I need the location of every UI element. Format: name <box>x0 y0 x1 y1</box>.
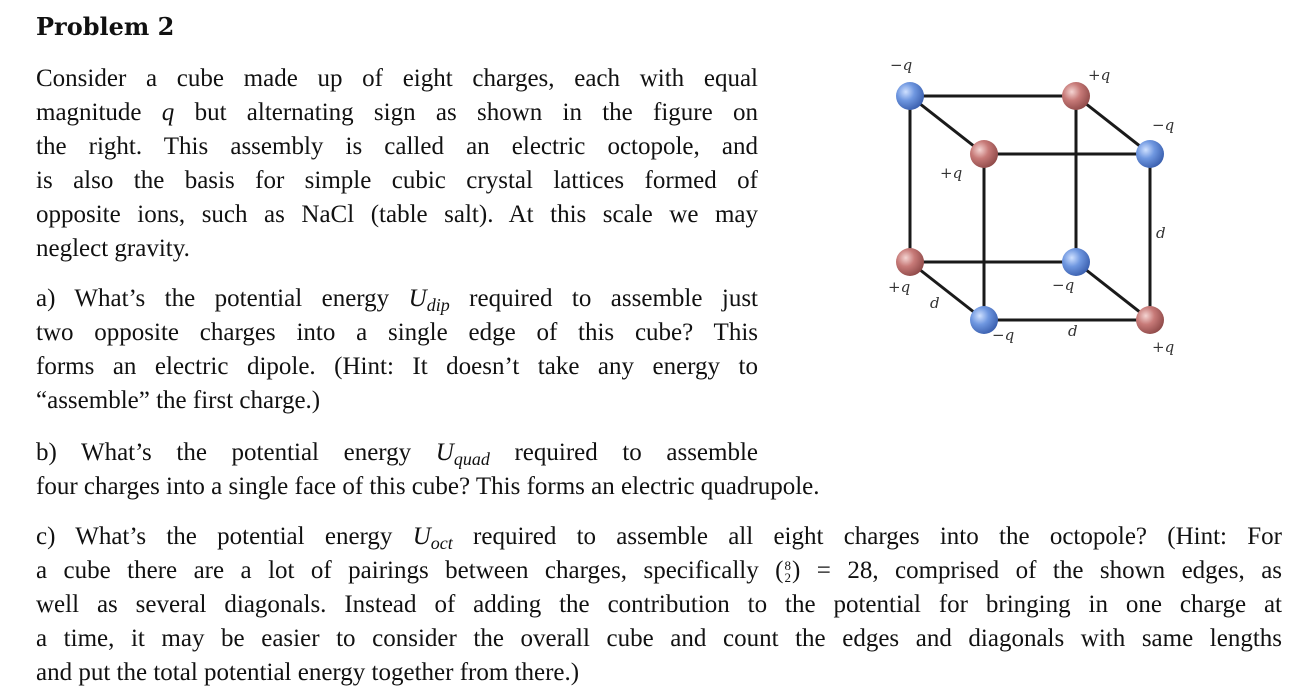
octopole-cube-figure: −q +q −q +q −q +q −q +q d d d <box>880 50 1180 370</box>
positive-charge <box>896 248 924 276</box>
part-c-line: and put the total potential energy toget… <box>36 659 580 686</box>
part-b-line: b) What’s the potential energy Uquad req… <box>36 436 758 470</box>
part-a-line: a) What’s the potential energy Udip requ… <box>36 282 758 316</box>
charge-label: −q <box>1152 116 1174 134</box>
binom-bottom: 2 <box>784 570 792 586</box>
part-b-text: b) What’s the potential energy <box>36 439 412 466</box>
part-c-line: a cube there are a lot of pairings betwe… <box>36 554 1282 588</box>
intro-line: is also the basis for simple cubic cryst… <box>36 167 758 194</box>
intro-line: the right. This assembly is called an el… <box>36 133 758 160</box>
positive-charge <box>1062 82 1090 110</box>
problem-title: Problem 2 <box>36 12 175 41</box>
negative-charge <box>970 306 998 334</box>
edge <box>909 260 985 322</box>
edge-length-label: d <box>930 294 940 312</box>
negative-charge <box>1136 140 1164 168</box>
edge <box>1075 260 1151 322</box>
positive-charge <box>970 140 998 168</box>
energy-symbol: U <box>412 523 431 550</box>
part-c-text: c) What’s the potential energy <box>36 523 393 550</box>
part-a-line: two opposite charges into a single edge … <box>36 319 758 346</box>
intro-text: magnitude <box>36 99 142 126</box>
part-b-line: four charges into a single face of this … <box>36 473 820 500</box>
part-a-paragraph: a) What’s the potential energy Udip requ… <box>36 282 758 418</box>
cube-diagram: −q +q −q +q −q +q −q +q d d d <box>888 56 1174 356</box>
part-c-line: c) What’s the potential energy Uoct requ… <box>36 520 1282 554</box>
edge-length-label: d <box>1156 224 1166 242</box>
intro-line: neglect gravity. <box>36 235 190 262</box>
negative-charge <box>896 82 924 110</box>
part-c-line: well as several diagonals. Instead of ad… <box>36 591 1282 618</box>
intro-line: Consider a cube made up of eight charges… <box>36 65 758 92</box>
energy-subscript: quad <box>453 449 490 469</box>
energy-subscript: oct <box>430 533 453 553</box>
intro-text: but alternating sign as shown in the fig… <box>194 99 758 126</box>
positive-charge <box>1136 306 1164 334</box>
part-a-text: a) What’s the potential energy <box>36 285 390 312</box>
charge-symbol: q <box>161 99 175 126</box>
part-c-line: a time, it may be easier to consider the… <box>36 625 1282 652</box>
energy-subscript: dip <box>426 295 450 315</box>
edge <box>909 94 985 156</box>
part-c-text: a cube there are a lot of pairings betwe… <box>36 557 759 584</box>
part-a-text: required to assemble just <box>469 285 758 312</box>
part-c-text: = 28, comprised of the shown edges, as <box>816 557 1283 584</box>
binom-top: 8 <box>784 558 792 574</box>
part-a-line: forms an electric dipole. (Hint: It does… <box>36 353 758 380</box>
part-b-paragraph: b) What’s the potential energy Uquad req… <box>36 436 986 504</box>
intro-paragraph: Consider a cube made up of eight charges… <box>36 62 758 266</box>
charge-label: +q <box>940 164 962 182</box>
charge-label: +q <box>1152 338 1174 356</box>
part-b-text: required to assemble <box>514 439 759 466</box>
edge <box>1075 94 1151 156</box>
intro-line: opposite ions, such as NaCl (table salt)… <box>36 201 758 228</box>
energy-symbol: U <box>408 285 427 312</box>
charge-label: −q <box>992 326 1014 344</box>
part-c-paragraph: c) What’s the potential energy Uoct requ… <box>36 520 1282 690</box>
negative-charge <box>1062 248 1090 276</box>
charge-label: −q <box>890 56 912 74</box>
energy-symbol: U <box>435 439 454 466</box>
part-c-text: required to assemble all eight charges i… <box>473 523 1282 550</box>
edge-length-label: d <box>1068 322 1078 340</box>
charge-label: +q <box>888 278 910 296</box>
part-a-line: “assemble” the first charge.) <box>36 387 321 414</box>
charge-label: −q <box>1052 276 1074 294</box>
charge-label: +q <box>1088 66 1110 84</box>
intro-line: magnitude q but alternating sign as show… <box>36 96 758 130</box>
cube-edges <box>908 94 1152 322</box>
